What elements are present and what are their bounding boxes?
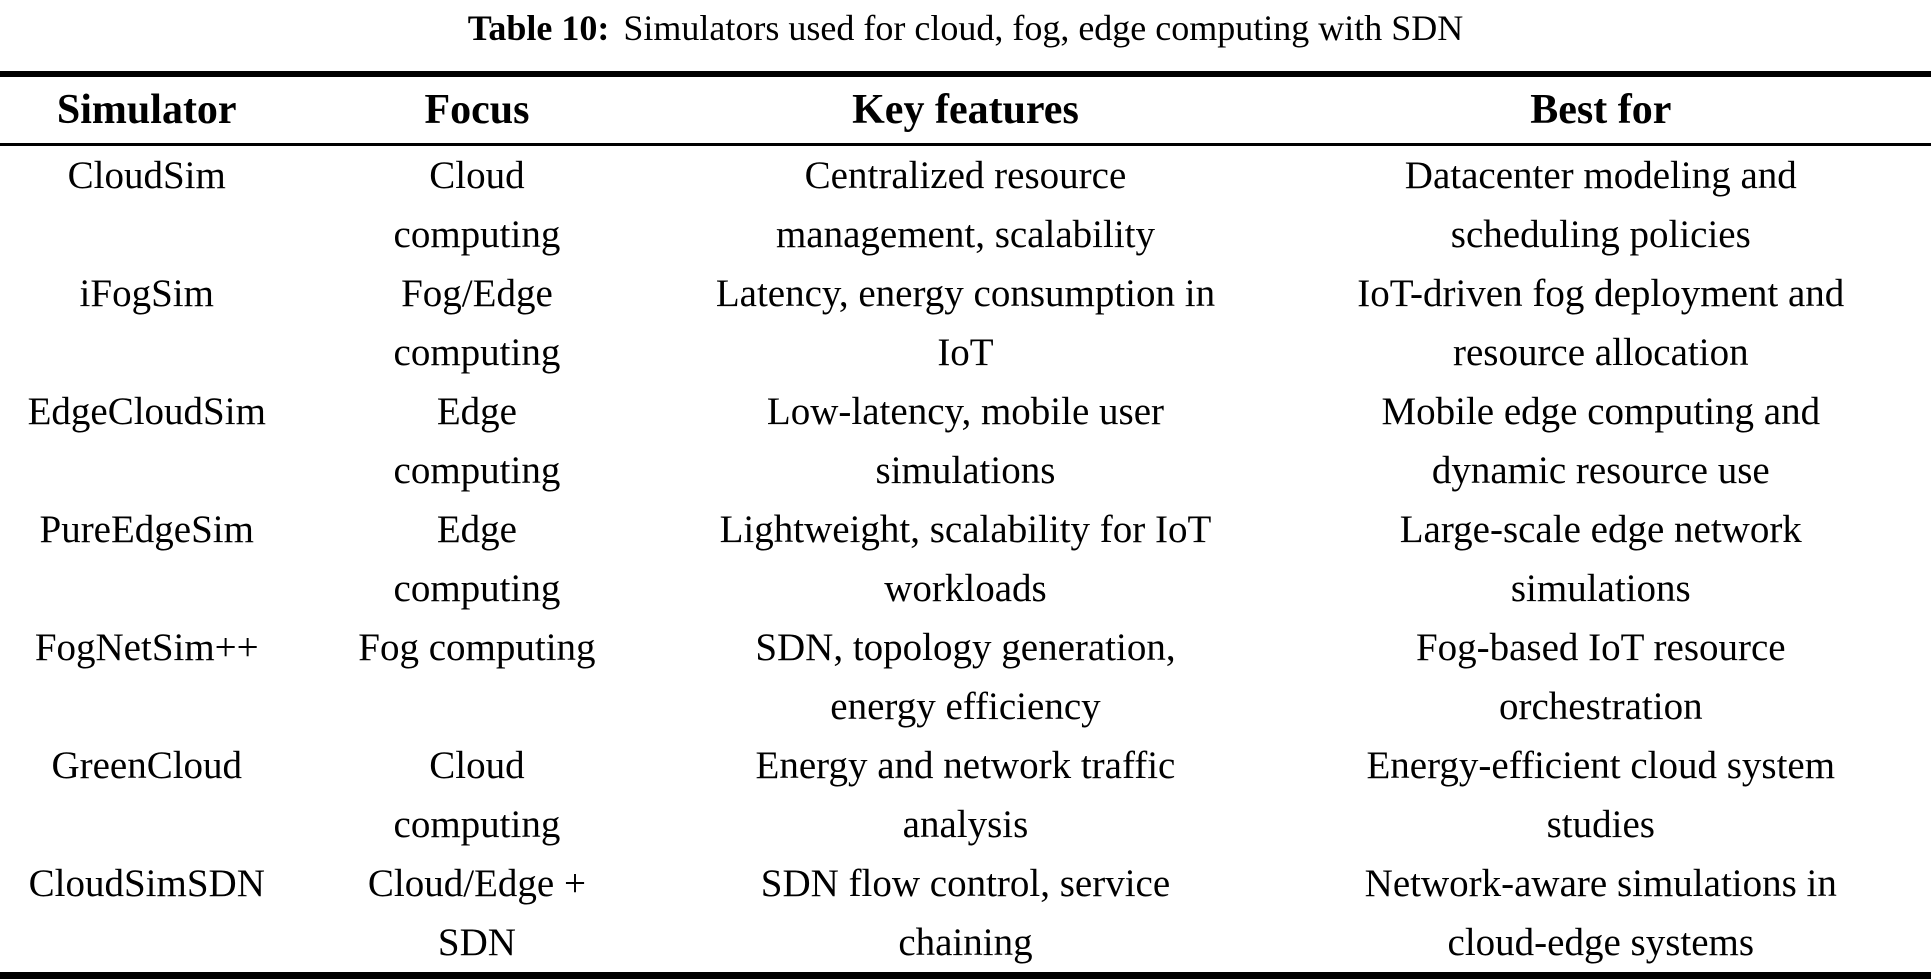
cell-simulator: CloudSimSDN	[28, 862, 265, 905]
cell-best-for: IoT-driven fog deployment and resource a…	[1357, 272, 1845, 374]
cell-focus: Edge computing	[393, 390, 561, 492]
cell-focus: Cloud/Edge + SDN	[367, 862, 586, 964]
cell-key-features: Centralized resource management, scalabi…	[775, 154, 1155, 256]
cell-key-features: SDN, topology generation, energy efficie…	[755, 626, 1176, 728]
header-row: Simulator Focus Key features Best for	[0, 74, 1931, 146]
cell-best-for: Large-scale edge network simulations	[1399, 508, 1802, 610]
table-row: FogNetSim++ Fog computing SDN, topology …	[0, 618, 1931, 736]
cell-simulator: FogNetSim++	[34, 626, 259, 669]
table-row: CloudSim Cloud computing Centralized res…	[0, 145, 1931, 265]
column-header-key-features: Key features	[660, 74, 1271, 146]
table-row: CloudSimSDN Cloud/Edge + SDN SDN flow co…	[0, 854, 1931, 976]
table-body: CloudSim Cloud computing Centralized res…	[0, 145, 1931, 976]
cell-best-for: Mobile edge computing and dynamic resour…	[1381, 390, 1821, 492]
table-row: iFogSim Fog/Edge computing Latency, ener…	[0, 264, 1931, 382]
cell-simulator: PureEdgeSim	[39, 508, 254, 551]
cell-simulator: EdgeCloudSim	[27, 390, 266, 433]
cell-best-for: Energy-efficient cloud system studies	[1366, 744, 1836, 846]
simulators-table: Simulator Focus Key features Best for Cl…	[0, 71, 1931, 979]
table-caption: Table 10: Simulators used for cloud, fog,…	[0, 0, 1931, 51]
column-header-simulator: Simulator	[0, 74, 294, 146]
table-caption-text: Simulators used for cloud, fog, edge com…	[623, 8, 1464, 48]
cell-simulator: iFogSim	[79, 272, 214, 315]
cell-simulator: GreenCloud	[51, 744, 243, 787]
table-caption-label: Table 10:	[467, 8, 610, 48]
table-row: EdgeCloudSim Edge computing Low-latency,…	[0, 382, 1931, 500]
table-row: PureEdgeSim Edge computing Lightweight, …	[0, 500, 1931, 618]
cell-key-features: Energy and network traffic analysis	[755, 744, 1176, 846]
cell-key-features: SDN flow control, service chaining	[760, 862, 1171, 964]
cell-key-features: Latency, energy consumption in IoT	[715, 272, 1216, 374]
cell-focus: Cloud computing	[393, 744, 561, 846]
cell-focus: Cloud computing	[393, 154, 561, 256]
cell-simulator: CloudSim	[67, 154, 226, 197]
cell-key-features: Low-latency, mobile user simulations	[766, 390, 1165, 492]
cell-key-features: Lightweight, scalability for IoT workloa…	[719, 508, 1212, 610]
cell-focus: Fog/Edge computing	[393, 272, 561, 374]
table-header: Simulator Focus Key features Best for	[0, 74, 1931, 146]
cell-focus: Fog computing	[358, 626, 596, 669]
table-row: GreenCloud Cloud computing Energy and ne…	[0, 736, 1931, 854]
column-header-focus: Focus	[293, 74, 661, 146]
cell-focus: Edge computing	[393, 508, 561, 610]
cell-best-for: Fog-based IoT resource orchestration	[1415, 626, 1786, 728]
cell-best-for: Datacenter modeling and scheduling polic…	[1404, 154, 1797, 256]
column-header-best-for: Best for	[1270, 74, 1931, 146]
cell-best-for: Network-aware simulations in cloud-edge …	[1364, 862, 1837, 964]
